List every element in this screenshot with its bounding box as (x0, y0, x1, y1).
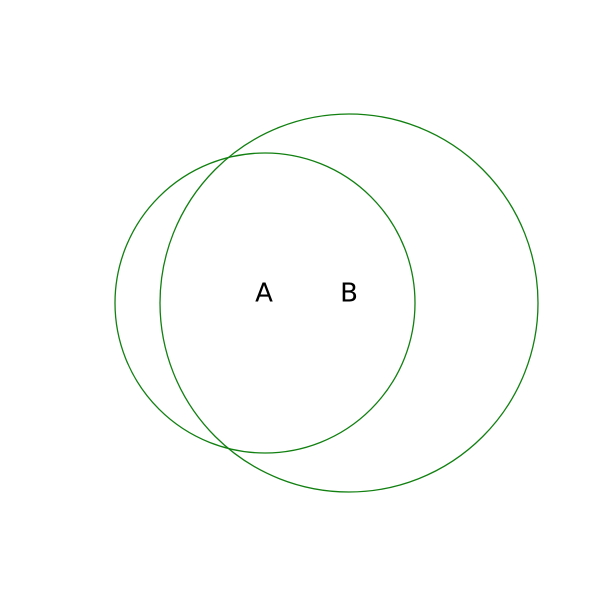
set-a-label: A (255, 279, 273, 309)
set-b-circle (159, 113, 539, 493)
set-b-label: B (340, 279, 358, 309)
set-a-circle (114, 152, 416, 454)
